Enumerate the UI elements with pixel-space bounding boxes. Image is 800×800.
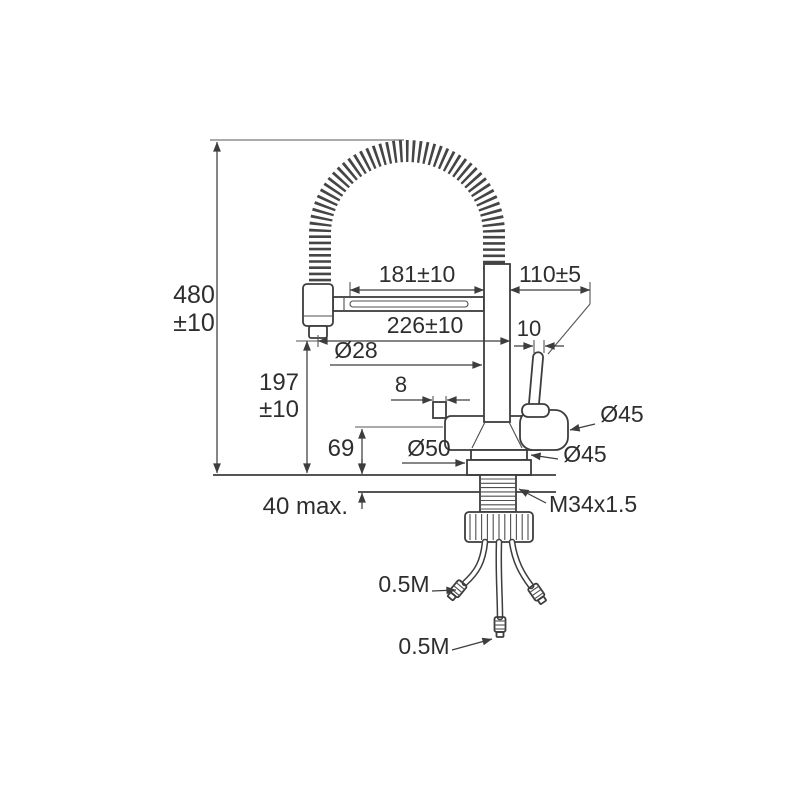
label-handle-cap-diameter: Ø45 xyxy=(569,401,644,432)
dim-spout-reach-outer-value: 226±10 xyxy=(387,312,464,338)
hose-fitting-right xyxy=(527,582,547,605)
dim-spout-height-value: 197 xyxy=(259,369,299,396)
label-hose-left-value: 0.5M xyxy=(378,571,429,597)
label-base-ring-diameter: Ø45 xyxy=(530,441,607,467)
dim-lever-width: 10 xyxy=(514,316,564,353)
dim-base-height-value: 69 xyxy=(328,435,355,462)
hose-right xyxy=(508,538,535,590)
dim-spout-height: 197 ±10 xyxy=(259,340,358,474)
dim-overall-height: 480 ±10 xyxy=(173,139,404,474)
dim-overall-height-tolerance: ±10 xyxy=(173,309,215,337)
dim-handle-span-value: 110±5 xyxy=(519,261,581,287)
body-joint-left xyxy=(471,421,486,449)
body-joint-right xyxy=(508,421,523,449)
mounting-nut-ribs xyxy=(469,514,529,540)
side-port-stub xyxy=(432,401,447,419)
hose-fitting-bottom xyxy=(493,616,507,638)
dim-handle-span: 110±5 xyxy=(509,261,591,355)
base-ring xyxy=(470,449,528,461)
hose-left xyxy=(461,538,489,587)
dim-spout-reach-inner-value: 181±10 xyxy=(379,261,456,287)
dim-overall-height-value: 480 xyxy=(173,281,215,309)
label-hose-bottom-value: 0.5M xyxy=(398,633,449,659)
dim-lever-width-value: 10 xyxy=(517,316,541,341)
thread-lines xyxy=(481,478,515,510)
hose-middle xyxy=(495,538,504,621)
label-base-ring-diameter-value: Ø45 xyxy=(563,441,606,467)
spring-spout xyxy=(309,140,505,300)
dim-spout-reach-inner: 181±10 xyxy=(349,261,485,296)
threaded-shank xyxy=(479,474,517,513)
dim-spout-reach-outer: 226±10 xyxy=(317,312,511,347)
spout-head xyxy=(302,283,334,327)
dim-base-height: 69 xyxy=(328,426,443,474)
base-flange xyxy=(466,459,532,476)
dim-spout-height-tolerance: ±10 xyxy=(259,396,299,423)
label-hose-bottom: 0.5M xyxy=(398,633,493,659)
label-handle-cap-diameter-value: Ø45 xyxy=(600,401,643,427)
label-base-flange-diameter: Ø50 xyxy=(402,435,466,467)
label-thread-value: M34x1.5 xyxy=(549,491,637,517)
label-column-diameter: Ø28 xyxy=(330,337,483,369)
spout-arm xyxy=(332,296,485,312)
label-column-diameter-value: Ø28 xyxy=(334,337,377,363)
label-thread: M34x1.5 xyxy=(518,488,637,517)
handle-dome xyxy=(521,403,550,418)
label-hose-left: 0.5M xyxy=(378,571,457,597)
faucet-column xyxy=(483,263,511,423)
spout-arm-slot xyxy=(349,300,469,308)
dim-deck-thickness-value: 40 max. xyxy=(263,493,348,520)
label-base-flange-diameter-value: Ø50 xyxy=(407,435,450,461)
dim-deck-thickness: 40 max. xyxy=(263,459,366,520)
dim-side-port: 8 xyxy=(391,372,470,404)
dim-side-port-value: 8 xyxy=(395,372,407,397)
